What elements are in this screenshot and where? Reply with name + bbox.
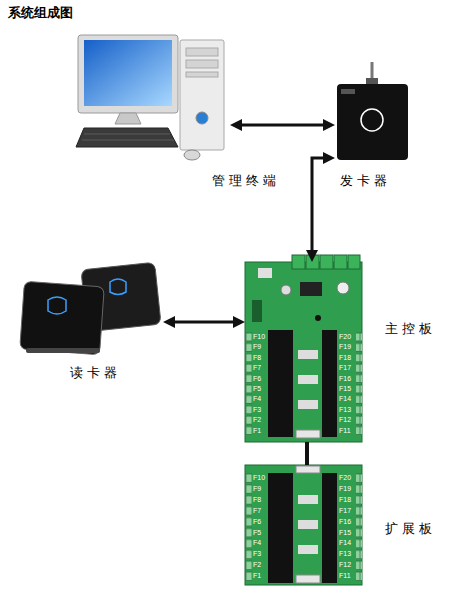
terminal-label: F4 (253, 539, 261, 547)
terminal-label: F1 (253, 572, 261, 580)
terminal-label: F19 (339, 343, 351, 351)
terminal-label: F13 (339, 406, 351, 414)
terminal-label: F11 (339, 572, 351, 580)
device-node: 主控板 (245, 262, 362, 442)
connector (312, 158, 329, 256)
terminal-label: F17 (339, 507, 351, 515)
node-label: 发卡器 (340, 172, 391, 190)
terminal-label: F15 (339, 529, 351, 537)
terminal-label: F2 (253, 416, 261, 424)
terminal-label: F13 (339, 550, 351, 558)
terminal-label: F17 (339, 364, 351, 372)
terminal-label: F8 (253, 354, 261, 362)
terminal-label: F14 (339, 395, 351, 403)
terminal-label: F16 (339, 375, 351, 383)
terminal-label: F15 (339, 385, 351, 393)
terminal-label: F12 (339, 416, 351, 424)
terminal-label: F1 (253, 427, 261, 435)
terminal-label: F10 (253, 333, 265, 341)
terminal-label: F14 (339, 539, 351, 547)
device-node: 发卡器 (335, 62, 410, 165)
terminal-label: F4 (253, 395, 261, 403)
terminal-label: F6 (253, 375, 261, 383)
terminal-label: F10 (253, 474, 265, 482)
terminal-label: F7 (253, 507, 261, 515)
terminal-label: F11 (339, 427, 351, 435)
node-label: 管理终端 (212, 172, 280, 190)
terminal-label: F9 (253, 485, 261, 493)
terminal-label: F3 (253, 406, 261, 414)
connector (169, 321, 239, 324)
computer-illustration (76, 35, 224, 160)
terminal-label: F20 (339, 474, 351, 482)
terminal-label: F7 (253, 364, 261, 372)
terminal-label: F5 (253, 529, 261, 537)
terminal-label: F8 (253, 496, 261, 504)
connector (236, 124, 329, 127)
node-label: 读卡器 (70, 364, 121, 382)
connector (305, 442, 309, 465)
expansion-board-illustration (245, 465, 362, 585)
terminal-label: F3 (253, 550, 261, 558)
terminal-label: F5 (253, 385, 261, 393)
node-label: 扩展板 (385, 520, 436, 538)
device-node: 管理终端 (70, 30, 230, 165)
terminal-label: F12 (339, 561, 351, 569)
main-board-illustration (245, 255, 362, 442)
terminal-label: F9 (253, 343, 261, 351)
terminal-label: F2 (253, 561, 261, 569)
diagram-title: 系统组成图 (8, 4, 73, 22)
terminal-label: F19 (339, 485, 351, 493)
terminal-label: F20 (339, 333, 351, 341)
terminal-label: F16 (339, 518, 351, 526)
card-issuer-illustration (337, 62, 408, 160)
terminal-label: F18 (339, 354, 351, 362)
node-label: 主控板 (385, 320, 436, 338)
terminal-label: F18 (339, 496, 351, 504)
terminal-label: F6 (253, 518, 261, 526)
card-reader-illustration (20, 262, 161, 354)
device-node: 读卡器 (18, 262, 163, 358)
